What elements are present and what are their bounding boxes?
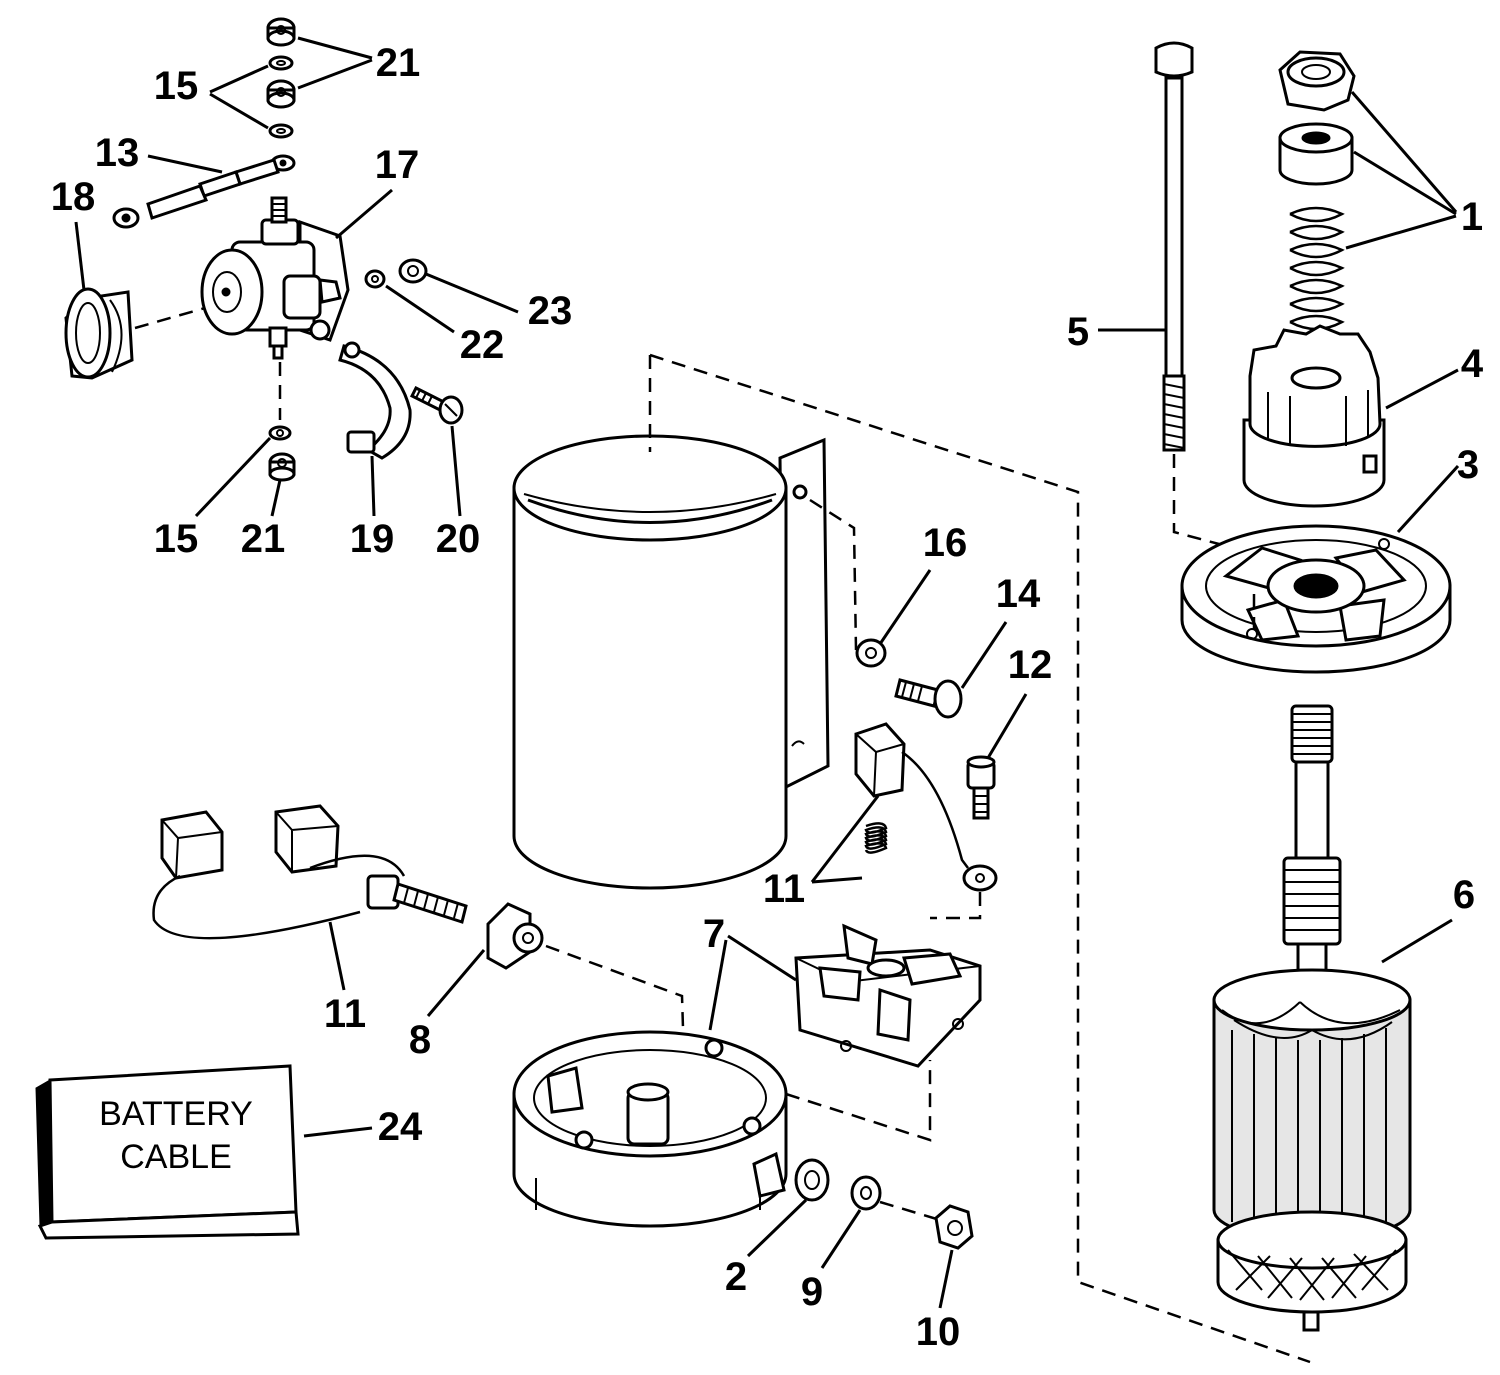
brush-11-right	[854, 722, 998, 892]
callout-c5: 5	[1067, 310, 1089, 354]
callout-c19: 19	[350, 517, 395, 561]
armature-6	[1212, 704, 1412, 1332]
washer-15-bottom	[268, 425, 292, 441]
callout-c13: 13	[95, 131, 140, 175]
drive-end-cap-3	[1180, 524, 1452, 674]
brush-lead-11-left	[152, 804, 468, 940]
drive-pinion-4	[1242, 324, 1386, 508]
battery-cable-line1: BATTERY	[99, 1095, 253, 1133]
washer-2	[794, 1158, 830, 1202]
callout-c21a: 21	[376, 41, 421, 85]
callout-c16: 16	[923, 521, 968, 565]
callout-c6: 6	[1453, 873, 1475, 917]
callout-c24: 24	[378, 1105, 423, 1149]
brush-spring-11	[864, 822, 888, 854]
washer-9	[850, 1175, 882, 1211]
screw-20	[409, 385, 464, 425]
boot-18	[64, 287, 134, 380]
nut-21-middle	[266, 79, 296, 109]
callout-c3: 3	[1457, 443, 1479, 487]
bracket-19	[338, 341, 412, 460]
callout-c12: 12	[1008, 643, 1053, 687]
callout-c7: 7	[703, 912, 725, 956]
lower-end-cap	[512, 1030, 788, 1228]
callout-c9: 9	[801, 1270, 823, 1314]
callout-c14: 14	[996, 572, 1041, 616]
callout-c17: 17	[375, 143, 420, 187]
motor-frame	[512, 434, 830, 890]
solenoid-assembly	[64, 17, 464, 482]
callout-c11a: 11	[763, 867, 805, 911]
callout-c8: 8	[409, 1018, 431, 1062]
callout-c10: 10	[916, 1310, 961, 1354]
callout-c23: 23	[528, 289, 573, 333]
callout-c1: 1	[1461, 195, 1483, 239]
washer-16	[855, 638, 887, 668]
solenoid-17	[200, 196, 350, 360]
bolt-14	[894, 678, 963, 719]
callout-c15a: 15	[154, 64, 199, 108]
callout-c4: 4	[1461, 342, 1484, 386]
callout-c18: 18	[51, 175, 96, 219]
terminal-lead-13	[112, 158, 280, 229]
leader-lines	[74, 36, 1460, 1309]
nut-1	[1278, 50, 1356, 112]
battery-cable-box: BATTERY CABLE	[35, 1064, 300, 1240]
washer-15-lower	[268, 123, 294, 139]
washer-15-top	[268, 55, 294, 71]
callout-c11b: 11	[324, 992, 366, 1036]
screw-12	[966, 755, 996, 820]
brush-plate-7	[794, 923, 982, 1068]
spring-1	[1289, 206, 1345, 331]
nut-21-top	[266, 17, 296, 47]
thru-bolt-5	[1154, 41, 1194, 452]
nut-10	[934, 1204, 974, 1250]
callout-c21b: 21	[241, 517, 286, 561]
nut-21-bottom	[268, 452, 296, 482]
callout-c15b: 15	[154, 517, 199, 561]
nut-23	[398, 258, 428, 284]
insulator-8	[486, 902, 544, 970]
collar-1	[1278, 122, 1354, 186]
washer-22	[364, 269, 386, 289]
callout-c2: 2	[725, 1255, 747, 1299]
battery-cable-line2: CABLE	[120, 1138, 232, 1176]
callout-c22: 22	[460, 323, 505, 367]
callout-c20: 20	[436, 517, 481, 561]
